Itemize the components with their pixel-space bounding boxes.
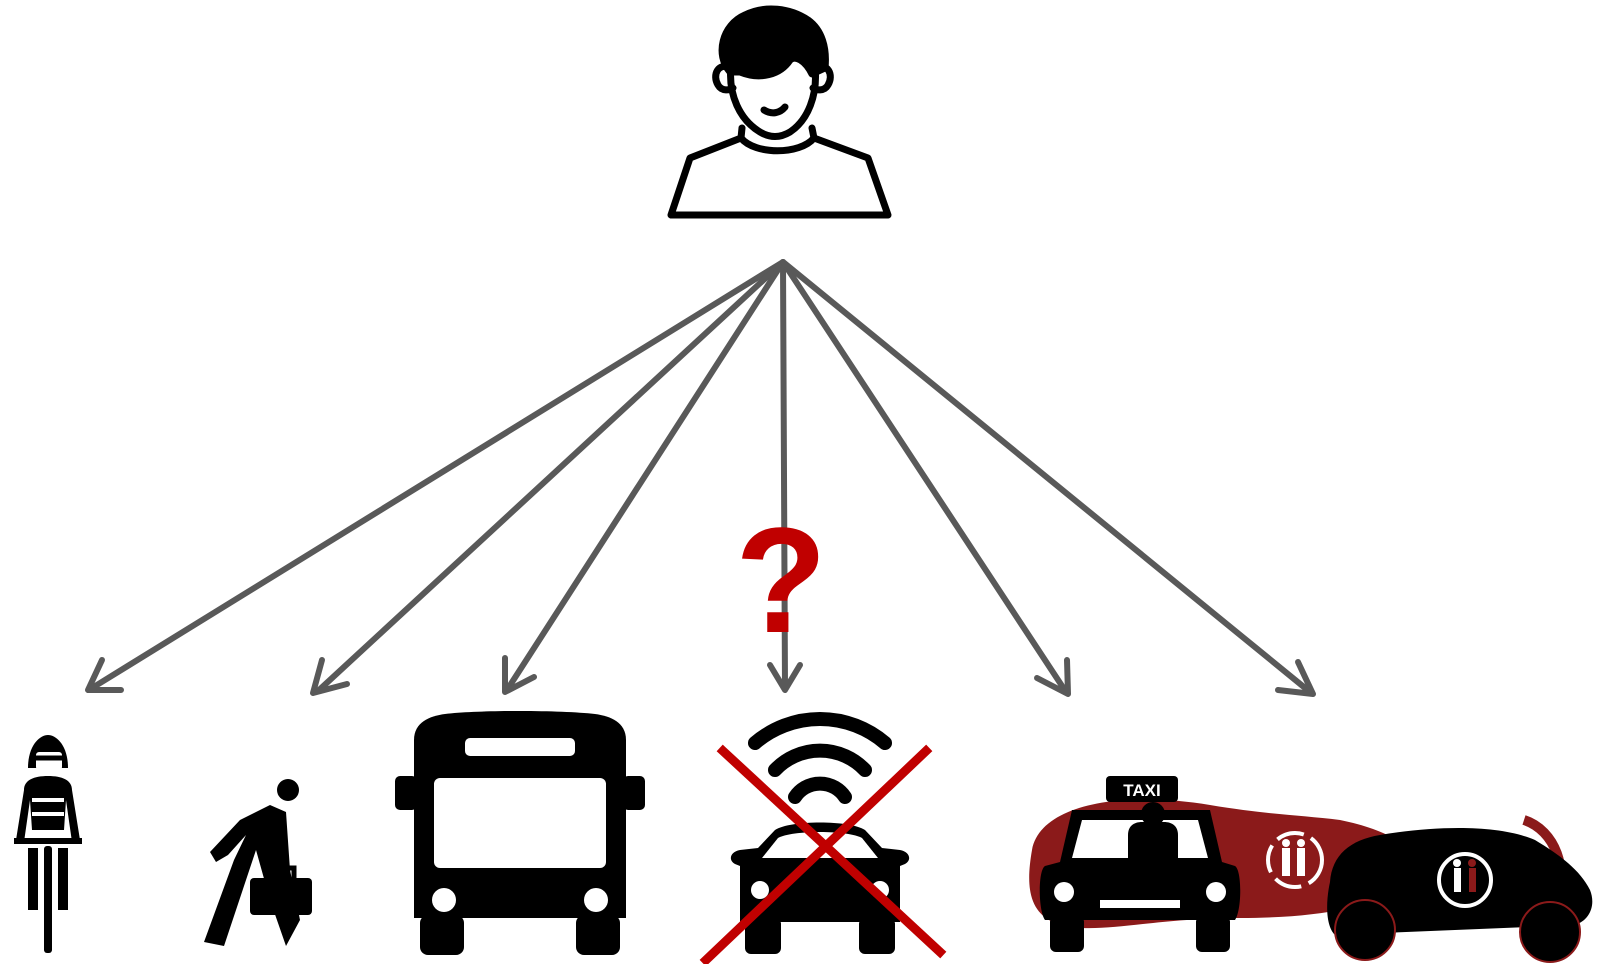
red-x-icon xyxy=(699,744,947,964)
walking-person-icon xyxy=(204,779,312,946)
arrow-to-autonomous-car xyxy=(767,259,803,693)
arrow-to-bicycle xyxy=(85,259,786,693)
person-icon xyxy=(667,5,892,219)
taxi-icon: TAXI xyxy=(1039,776,1241,952)
uncertainty-mark: ? xyxy=(735,496,827,664)
arrow-to-bus xyxy=(502,259,786,695)
arrows xyxy=(85,259,1316,697)
cyclist-icon xyxy=(14,735,82,953)
arrow-to-ride-sharing xyxy=(780,259,1316,697)
arrow-to-walking xyxy=(310,259,786,696)
bus-icon xyxy=(395,711,645,955)
taxi-sign-label: TAXI xyxy=(1123,781,1160,800)
arrow-to-taxi xyxy=(780,259,1071,697)
